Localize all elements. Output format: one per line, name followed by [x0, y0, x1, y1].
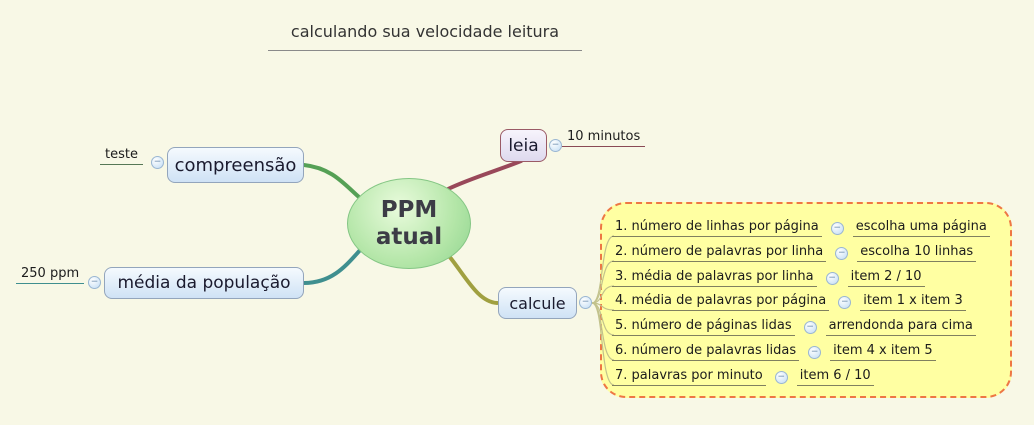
- leaf-10-minutos[interactable]: 10 minutos: [562, 129, 646, 147]
- fold-icon[interactable]: −: [830, 221, 844, 235]
- map-title[interactable]: calculando sua velocidade leitura: [268, 22, 582, 51]
- leaf-teste[interactable]: teste: [100, 147, 143, 165]
- edge-compreensao: [302, 163, 362, 200]
- edge-media-populacao: [302, 246, 364, 285]
- edge-calcule: [447, 254, 499, 305]
- fold-icon[interactable]: −: [151, 156, 164, 169]
- step-label[interactable]: 4. média de palavras por página: [612, 293, 830, 311]
- step-label[interactable]: 6. número de palavras lidas: [612, 343, 800, 361]
- step-row-3: 3. média de palavras por linha − item 2 …: [612, 269, 925, 287]
- step-child[interactable]: escolha 10 linhas: [857, 244, 977, 262]
- step-row-1: 1. número de linhas por página − escolha…: [612, 219, 990, 237]
- cloud: [600, 202, 1012, 398]
- step-label[interactable]: 5. número de páginas lidas: [612, 318, 795, 336]
- step-child[interactable]: item 1 x item 3: [860, 293, 966, 311]
- leaf-250-ppm[interactable]: 250 ppm: [16, 266, 85, 284]
- fold-icon[interactable]: −: [825, 271, 839, 285]
- fold-icon[interactable]: −: [835, 246, 849, 260]
- root-line-2: atual: [375, 223, 443, 250]
- step-child[interactable]: item 4 x item 5: [830, 343, 936, 361]
- step-child[interactable]: item 2 / 10: [847, 269, 925, 287]
- node-media-populacao[interactable]: média da população: [104, 267, 304, 299]
- node-calcule[interactable]: calcule: [498, 287, 577, 319]
- step-row-2: 2. número de palavras por linha − escolh…: [612, 244, 977, 262]
- step-label[interactable]: 1. número de linhas por página: [612, 219, 822, 237]
- root-line-1: PPM: [380, 196, 438, 223]
- step-child[interactable]: escolha uma página: [852, 219, 990, 237]
- fold-icon[interactable]: −: [579, 296, 592, 309]
- node-compreensao[interactable]: compreensão: [167, 147, 304, 183]
- root-node-ppm-atual[interactable]: PPM atual: [347, 178, 471, 269]
- step-label[interactable]: 7. palavras por minuto: [612, 368, 766, 386]
- fold-icon[interactable]: −: [838, 295, 852, 309]
- step-row-7: 7. palavras por minuto − item 6 / 10: [612, 368, 874, 386]
- step-label[interactable]: 3. média de palavras por linha: [612, 269, 817, 287]
- fold-icon[interactable]: −: [803, 320, 817, 334]
- fold-icon[interactable]: −: [774, 370, 788, 384]
- fold-icon[interactable]: −: [808, 345, 822, 359]
- edge-leia: [446, 159, 523, 191]
- step-child[interactable]: item 6 / 10: [796, 368, 874, 386]
- fold-icon[interactable]: −: [88, 276, 101, 289]
- fold-icon[interactable]: −: [549, 139, 562, 152]
- step-child[interactable]: arrendonda para cima: [825, 318, 976, 336]
- step-row-5: 5. número de páginas lidas − arrendonda …: [612, 318, 976, 336]
- step-row-6: 6. número de palavras lidas − item 4 x i…: [612, 343, 936, 361]
- node-leia[interactable]: leia: [500, 129, 547, 162]
- step-label[interactable]: 2. número de palavras por linha: [612, 244, 827, 262]
- step-row-4: 4. média de palavras por página − item 1…: [612, 293, 966, 311]
